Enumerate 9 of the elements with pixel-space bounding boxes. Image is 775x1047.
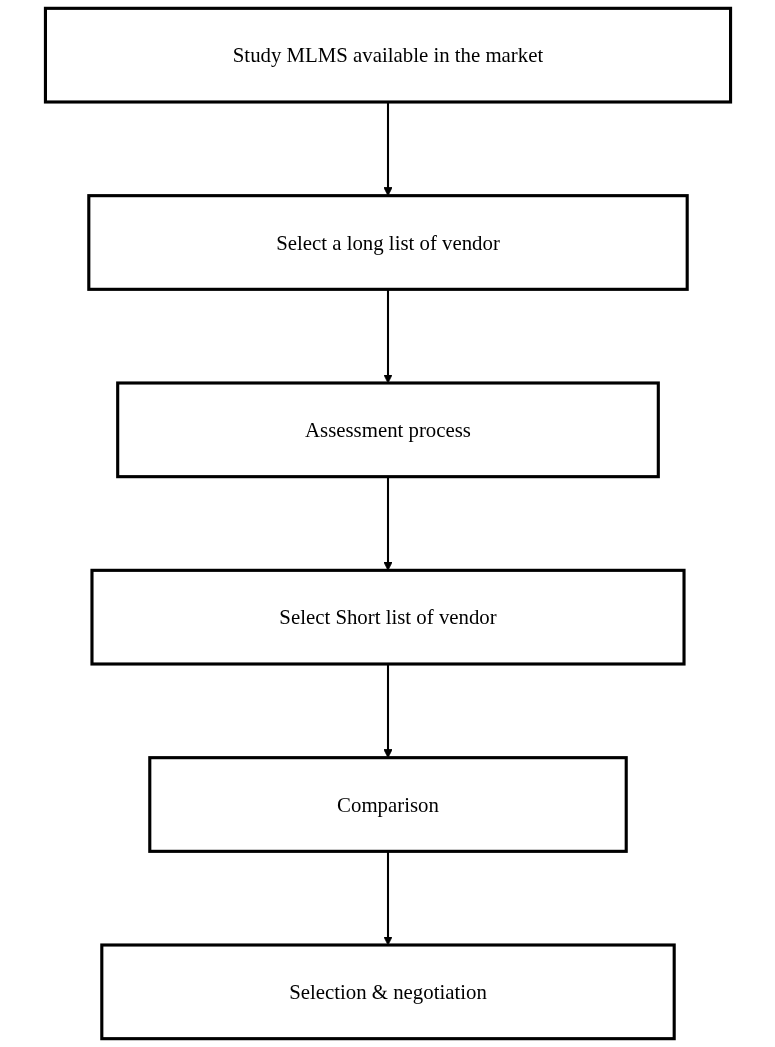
arrow	[382, 289, 393, 384]
node-box: Selection & negotiation	[99, 943, 676, 1041]
node-box: Study MLMS available in the market	[43, 6, 732, 104]
node-box: Assessment process	[115, 381, 660, 479]
node-box: Select a long list of vendor	[86, 194, 689, 291]
arrow	[382, 851, 393, 946]
node-box: Comparison	[147, 756, 628, 853]
node-box: Select Short list of vendor	[89, 568, 686, 666]
arrow	[382, 476, 393, 571]
